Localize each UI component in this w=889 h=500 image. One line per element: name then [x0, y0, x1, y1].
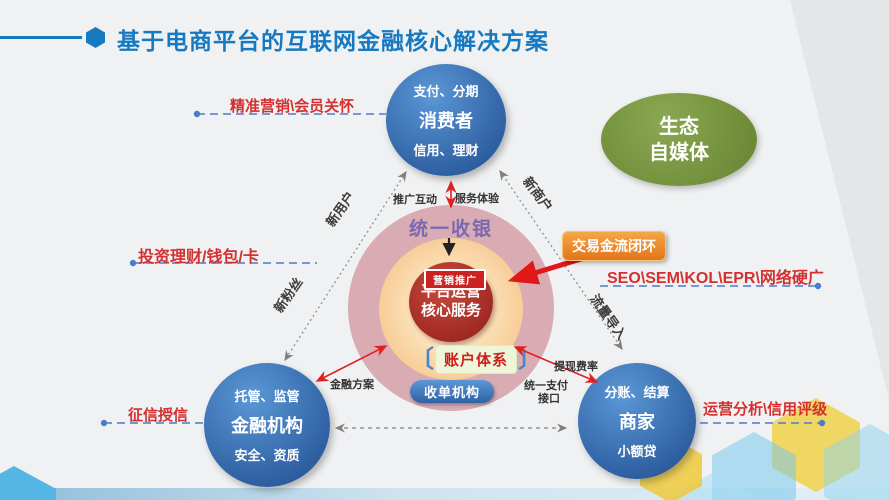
label-new-merchant: 新商户 [519, 174, 556, 215]
eco-line1: 生态 [659, 115, 699, 138]
eco-line2: 自媒体 [649, 141, 709, 164]
label-finance-plan: 金融方案 [330, 379, 374, 391]
page-title: 基于电商平台的互联网金融核心解决方案 [117, 28, 549, 54]
label-unified-pay-line1: 统一支付 [524, 380, 568, 392]
consumer-node[interactable]: 支付、分期 消费者 信用、理财 [386, 64, 506, 176]
hexagon-decoration [0, 466, 56, 500]
consumer-name: 消费者 [419, 111, 473, 131]
label-operation-analysis: 运营分析\信用评级 [703, 401, 828, 418]
merchant-bottom-label: 小额贷 [617, 444, 657, 459]
account-system-box: 〔 账户体系 〕 [410, 345, 542, 374]
bracket-left-icon: 〔 [410, 345, 434, 373]
label-withdraw-rate: 提现费率 [554, 361, 598, 373]
finance-top-label: 托管、监管 [234, 389, 300, 404]
label-investment-wallet: 投资理财/钱包/卡 [138, 249, 259, 266]
label-precision-marketing: 精准营销\会员关怀 [230, 98, 355, 115]
label-promo-interact: 推广互动 [393, 194, 437, 206]
merchant-name: 商家 [619, 412, 655, 432]
finance-bottom-label: 安全、资质 [234, 448, 300, 463]
corner-swath-decoration [790, 0, 889, 400]
ecosystem-node[interactable]: 生态 自媒体 [601, 93, 757, 186]
merchant-node[interactable]: 分账、结算 商家 小额贷 [578, 363, 696, 479]
unified-cashier-label: 统一收银 [408, 219, 493, 240]
finance-name: 金融机构 [231, 416, 303, 436]
financial-institution-node[interactable]: 托管、监管 金融机构 安全、资质 [204, 363, 330, 487]
label-credit-grant: 征信授信 [128, 407, 189, 424]
core-line2: 核心服务 [420, 302, 481, 319]
consumer-bottom-label: 信用、理财 [413, 143, 479, 158]
consumer-top-label: 支付、分期 [413, 84, 479, 99]
label-service-exp: 服务体验 [455, 193, 499, 205]
label-seo-channels: SEO\SEM\KOL\EPR\网络硬广 [607, 270, 824, 287]
merchant-top-label: 分账、结算 [604, 385, 670, 400]
account-system-label: 账户体系 [435, 345, 518, 374]
bracket-right-icon: 〕 [518, 345, 543, 373]
title-rule-line [0, 36, 82, 39]
transaction-flow-callout[interactable]: 交易金流闭环 [562, 231, 666, 261]
acquirer-pill: 收单机构 [410, 380, 494, 403]
label-new-fans: 新粉丝 [270, 274, 306, 316]
label-traffic-in: 流量导入 [587, 291, 630, 343]
hexagon-bullet-icon [86, 27, 105, 48]
label-unified-pay-line2: 接口 [538, 393, 560, 405]
marketing-badge: 营销推广 [424, 269, 486, 290]
